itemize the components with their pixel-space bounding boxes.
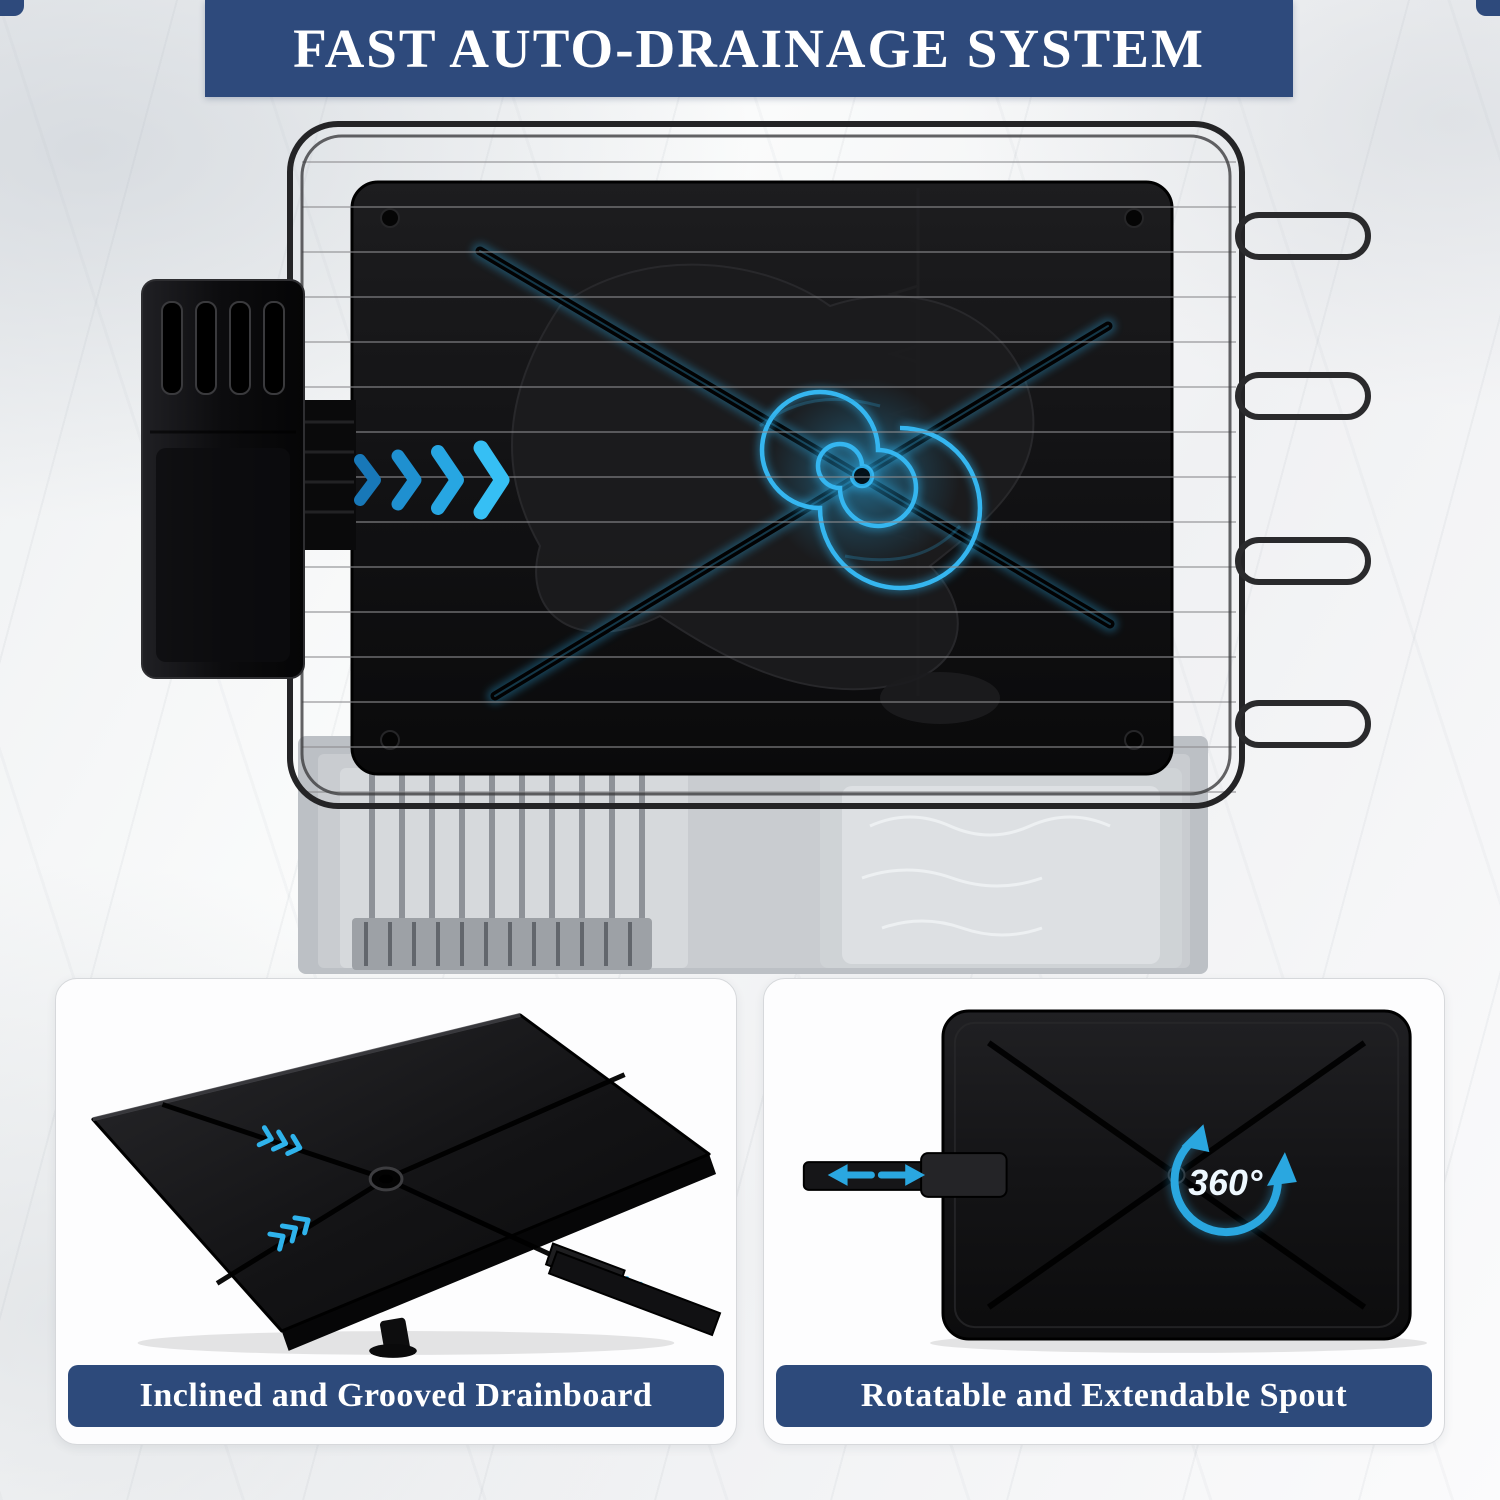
feature-caption-right: Rotatable and Extendable Spout bbox=[776, 1365, 1432, 1427]
utensil-slots bbox=[161, 301, 285, 395]
rotatable-spout-image: 360° bbox=[802, 1009, 1428, 1353]
feature-caption-left: Inclined and Grooved Drainboard bbox=[68, 1365, 724, 1427]
stand-leg bbox=[369, 1317, 417, 1358]
rotation-degree-label: 360° bbox=[1188, 1163, 1263, 1203]
main-product-image bbox=[141, 121, 1371, 974]
utensil-holder bbox=[141, 279, 356, 679]
knife-blades bbox=[364, 922, 632, 966]
rack-wires bbox=[302, 161, 1236, 793]
center-drain bbox=[368, 1166, 404, 1192]
corner-accent-left bbox=[0, 0, 24, 16]
rotation-360-icon: 360° bbox=[1167, 1124, 1297, 1240]
page-title: FAST AUTO-DRAINAGE SYSTEM bbox=[293, 18, 1205, 79]
water-puddle-small bbox=[880, 672, 1000, 724]
drain-spout bbox=[544, 1242, 722, 1337]
board-grooves bbox=[161, 1072, 626, 1286]
extend-arrows-icon bbox=[827, 1164, 926, 1186]
side-hooks bbox=[1235, 212, 1371, 748]
sink-basin bbox=[842, 786, 1160, 964]
feature-card-drainboard: Inclined and Grooved Drainboard bbox=[55, 978, 737, 1445]
inclined-drainboard-image bbox=[91, 1013, 722, 1358]
header-banner: FAST AUTO-DRAINAGE SYSTEM bbox=[205, 0, 1293, 97]
water-ripples bbox=[861, 815, 1111, 937]
feature-card-spout: 360° Rotatable and Extendable Spout bbox=[763, 978, 1445, 1445]
feature-cards: Inclined and Grooved Drainboard bbox=[55, 978, 1445, 1445]
board-grooves bbox=[986, 1040, 1367, 1310]
corner-accent-right bbox=[1476, 0, 1500, 16]
flow-chevrons-icon bbox=[354, 440, 510, 520]
knife-block bbox=[352, 918, 652, 970]
